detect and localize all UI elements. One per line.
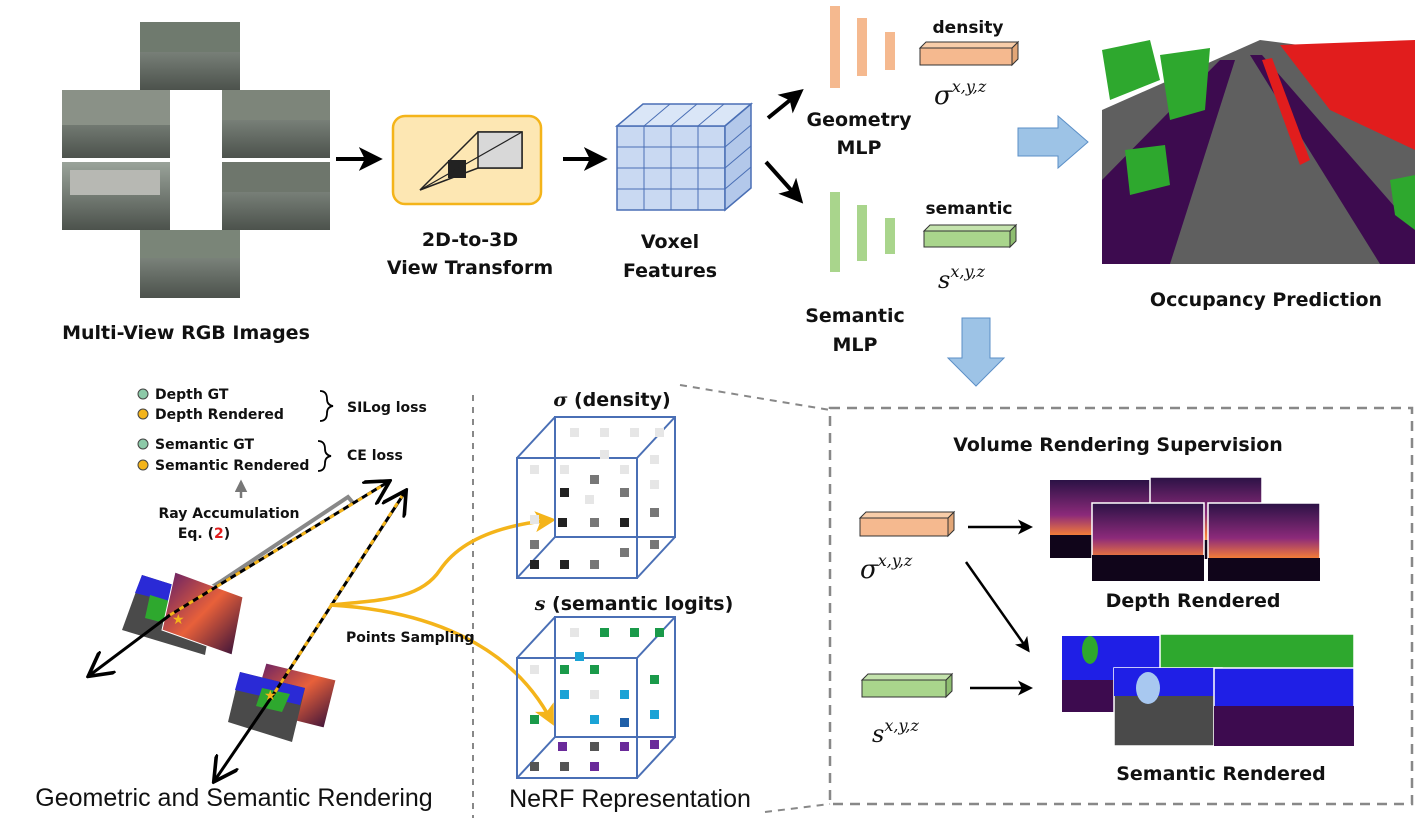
occupancy-label: Occupancy Prediction — [1150, 289, 1382, 311]
voxel-line1: Voxel — [641, 231, 699, 253]
density-feature-bar — [918, 40, 1020, 67]
semantic-mlp-bars — [830, 192, 895, 272]
voxel-features-cube — [614, 102, 754, 212]
semantic-cube-title: s (semantic logits) — [534, 593, 734, 615]
geometry-mlp-line1: Geometry — [806, 109, 912, 131]
semantic-rendered-label: Semantic Rendered — [155, 458, 309, 474]
supervision-title: Volume Rendering Supervision — [953, 434, 1283, 456]
semantic-feature-bar — [922, 223, 1018, 249]
supervision-semantic-symbol: sx,y,z — [872, 716, 919, 748]
nerf-caption: NeRF Representation — [509, 785, 751, 813]
depth-gt-label: Depth GT — [155, 387, 229, 403]
ray-accumulation-line1: Ray Accumulation — [158, 506, 299, 522]
arrow-to-supervision — [946, 317, 1006, 387]
silog-loss-label: SILog loss — [347, 400, 427, 416]
geometry-mlp-bars — [830, 6, 895, 88]
supervision-semantic-bar — [860, 672, 954, 699]
density-label: density — [933, 18, 1004, 38]
semantic-gt-label: Semantic GT — [155, 437, 254, 453]
depth-rendered-dot — [137, 408, 149, 420]
ce-loss-label: CE loss — [347, 448, 403, 464]
sampling-curve-semantic — [329, 603, 554, 726]
multi-view-images — [62, 22, 330, 298]
sampling-curve-density — [329, 511, 557, 607]
camera-ray-1 — [90, 613, 171, 675]
camera-view-center-blank — [170, 90, 222, 230]
occupancy-prediction-image — [1102, 28, 1415, 264]
rendering-caption: Geometric and Semantic Rendering — [35, 784, 432, 812]
semantic-rendered-dot — [137, 459, 149, 471]
arrow-to-occupancy — [1017, 114, 1089, 170]
voxel-line2: Features — [623, 260, 717, 282]
density-cube — [516, 416, 676, 579]
depth-rendered-label: Depth Rendered — [155, 407, 284, 423]
semantic-rendered-caption: Semantic Rendered — [1116, 763, 1326, 785]
density-cube-title: σ (density) — [553, 389, 670, 411]
depth-gt-dot — [137, 388, 149, 400]
loss-legend: Depth GT Depth Rendered SILog loss Seman… — [137, 387, 427, 474]
view-transform-line2: View Transform — [387, 257, 553, 279]
zoom-line-top — [679, 384, 831, 411]
semantic-mlp-line2: MLP — [833, 334, 878, 356]
depth-rendered-images — [1050, 476, 1321, 582]
view-transform-block — [391, 114, 543, 206]
semantic-cube — [516, 616, 676, 779]
camera-ray-1-forward — [169, 482, 388, 617]
semantic-symbol: sx,y,z — [938, 262, 985, 294]
camera-ray-2 — [215, 691, 277, 780]
ray-accumulation-line2: Eq. (2) — [178, 526, 230, 542]
supervision-density-symbol: σx,y,z — [860, 551, 913, 585]
camera-ray-1-samples — [169, 482, 386, 617]
depth-rendered-caption: Depth Rendered — [1106, 590, 1281, 612]
sample-star-1: ★ — [172, 611, 185, 627]
arrow-voxel-to-geometry — [766, 88, 804, 120]
arrow-density-to-semantic — [964, 561, 1030, 653]
semantic-rendered-images — [1062, 633, 1355, 747]
ray-accumulation-bracket — [210, 494, 356, 589]
multiview-label: Multi-View RGB Images — [62, 322, 310, 344]
semantic-mlp-line1: Semantic — [805, 305, 905, 327]
geometry-mlp-line2: MLP — [837, 137, 882, 159]
points-sampling-label: Points Sampling — [346, 630, 474, 646]
zoom-line-bottom — [764, 803, 831, 813]
supervision-panel — [828, 406, 1414, 806]
view-transform-line1: 2D-to-3D — [422, 229, 518, 251]
supervision-density-bar — [858, 510, 956, 538]
density-symbol: σx,y,z — [934, 77, 987, 111]
sample-star-2: ★ — [264, 687, 277, 703]
rendering-camera-frames — [122, 571, 337, 742]
semantic-gt-dot — [137, 438, 149, 450]
arrow-voxel-to-semantic — [764, 160, 804, 204]
semantic-label: semantic — [926, 199, 1013, 219]
